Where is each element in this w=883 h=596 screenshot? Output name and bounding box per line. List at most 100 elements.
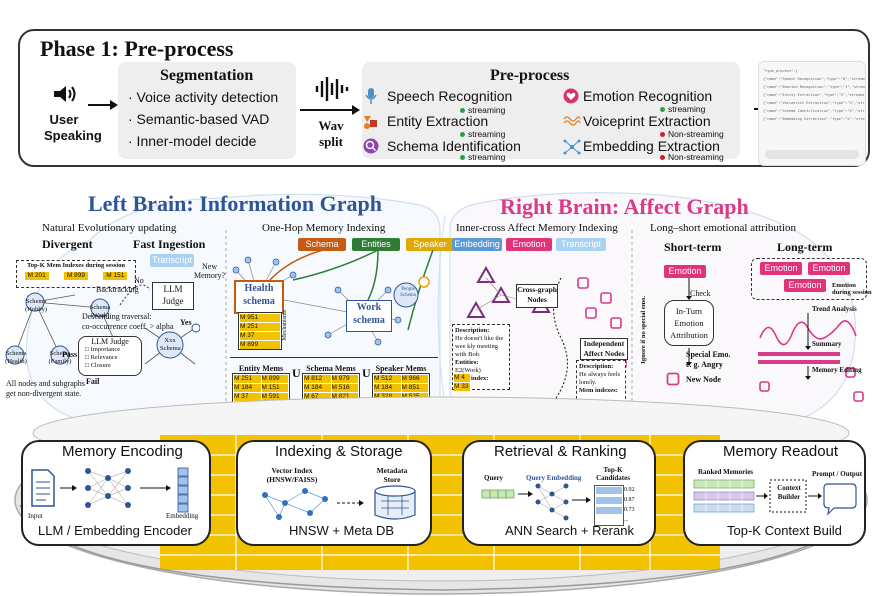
chat-bubble-icon [823,483,857,516]
schema-node-health: Schema (Health) [5,350,27,365]
nodes-label: Nodes [527,295,547,304]
hnsw-faiss-text: (HNSW/FAISS) [266,475,318,484]
example-text: e. g. Angry [686,360,723,369]
json-line: "type_process":{ [763,69,798,73]
mem-cell: M 979 [331,375,358,383]
mem-item: M 251 [240,323,280,331]
judge-label: Judge [162,296,184,306]
network-icon [563,139,581,155]
memory-encoding-title: Memory Encoding [62,443,183,460]
entity-mems-title: Entity Mems [238,364,284,373]
json-line: {"name":"Schema Identification","type":"… [763,109,865,113]
all-nodes-label-2: get non-divergent state. [6,389,82,398]
emotion-text: Emotion [832,282,856,289]
transcript-tag: Transcript [556,238,606,251]
json-line: {"name":"Entity Extraction","type":"2","… [763,93,865,97]
criterion-importance: Importance [90,346,121,353]
ignore-label: Ignore if no special emo. [640,296,648,364]
score: 0.92 [624,487,635,493]
streaming-text: streaming [668,104,706,114]
preprocess-item-label: Voiceprint Extraction [583,113,711,129]
in-turn-label: In-Turn [675,306,703,316]
mem-cell: M 821 [331,393,358,401]
builder-text: Builder [777,493,801,501]
mem-item: M 899 [240,341,280,349]
union-symbol: U [362,366,371,380]
json-line: {"name":"Speech Recognition","type":"0",… [763,77,865,81]
description-label: Description: [455,327,490,334]
arrow-to-preprocess [300,105,360,115]
mem-cell: M 184 [234,384,261,392]
criterion-closure: Closure [90,362,111,369]
llm-label: LLM [163,284,183,294]
long-term-emotion-group [751,258,867,300]
trend-chart [758,313,864,402]
long-short-label: Long–short emotional attribution [650,222,797,234]
description-text: He always feels lonely. [579,371,621,386]
preprocess-title: Pre-process [490,67,570,84]
streaming-tag: streaming [460,105,505,115]
vector-index-text: Vector Index [271,466,313,475]
ranked-memories-label: Ranked Memories [698,468,754,476]
prompt-output-label: Prompt / Output [812,470,863,478]
topk-text: Top-K [603,466,623,474]
context-text: Context [777,484,801,492]
retrieval-diagram [481,483,591,521]
mem-cell: M 184 [374,384,401,392]
chat-input-bar [765,150,859,159]
user-label: User [49,112,79,127]
indexing-diagram [262,485,416,520]
description-1-mems: M 4 M 33 [454,374,470,391]
cooccurrence-label: co-occurrence coeff. > alpha [82,322,174,331]
mechanisms-label: Mechanisms [282,310,288,341]
arrow-to-segmentation [88,100,118,110]
topk-list [594,485,624,526]
cross-graph-nodes: Cross-graph Nodes [516,284,558,308]
database-icon [374,485,416,520]
cross-graph-label: Cross-graph [517,285,557,294]
emotion-tag: Emotion [506,238,552,251]
preprocess-item-label: Emotion Recognition [583,88,713,104]
xxx-label: Xxx [164,337,176,344]
streaming-text: streaming [468,152,506,162]
descending-label: Descending traversal: [82,312,152,321]
preprocess-item-label: Speech Recognition [387,88,513,104]
description-card-2: Description: He always feels lonely. Mem… [576,360,626,404]
inner-cross-label: Inner-cross Affect Memory Indexing [456,222,618,234]
work-schema-node: Work schema [346,300,392,332]
in-turn-attribution-box: In-Turn Emotion Attribution [664,300,714,346]
schema-label: schema [353,315,385,326]
context-builder-label: Context Builder [772,484,806,502]
entities-value: E2(Work) [455,367,481,374]
segmentation-item: · Voice activity detection [128,89,279,105]
right-brain-title-text: Right Brain: Affect Graph [500,194,749,219]
transcript-tag: Transcript [150,254,194,267]
ignore-text-2: special emo. [640,296,647,330]
nonstreaming-tag: Non-streaming [660,129,724,139]
mem-cell: M 966 [401,375,428,383]
schema-label: Schema [160,345,181,352]
embedding-tag: Embedding [452,238,502,251]
schema-node-work: Schema (Work) [89,304,111,319]
people-schema-node: People Schema [396,287,420,299]
split-label: split [319,134,343,149]
vector-index-label: Vector Index (HNSW/FAISS) [262,466,322,484]
nonstreaming-text: Non-streaming [668,152,724,162]
during-session-text: during session [832,289,872,296]
mem-item: M 37 [240,332,280,340]
heart-icon [563,88,579,104]
llm-judge-2-box: LLM Judge [152,282,194,310]
left-brain-title-text: Left Brain: Information Graph [88,191,382,216]
mem-cell: M 812 [304,375,331,383]
streaming-tag: streaming [460,152,505,162]
mem-cell: M 591 [261,393,288,401]
topk-candidates-label: Top-K Candidates [594,466,632,482]
description-label: Description: [579,363,614,370]
independent-affect-nodes: Independent Affect Nodes [580,338,628,360]
wav-split-label: Wav split [313,118,349,150]
embedding-label: Embedding [166,512,199,520]
topk-item: M 201 [24,272,49,280]
score: ... [624,517,629,523]
xxx-schema-node [144,323,200,365]
schema-label: Schema [400,293,416,298]
